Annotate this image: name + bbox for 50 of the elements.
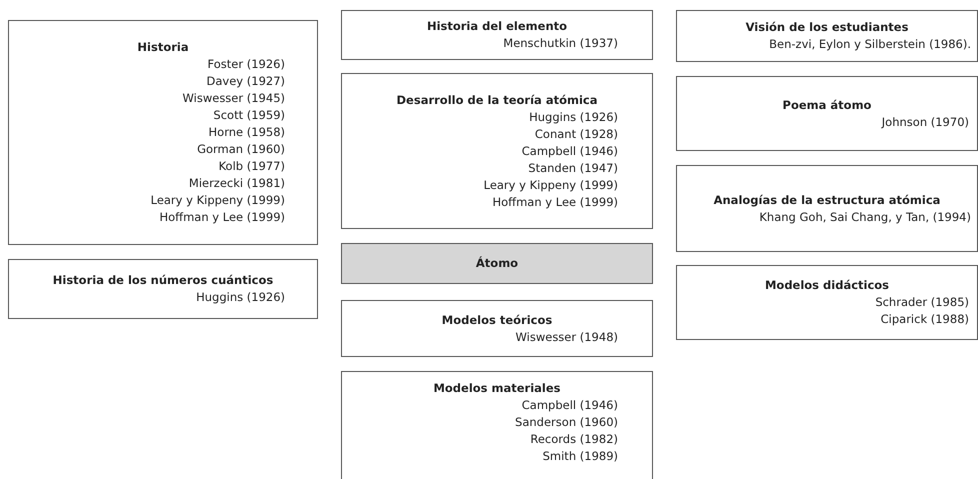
reference-text: Records (1982) [530, 431, 618, 448]
reference-text: Sanderson (1960) [515, 414, 618, 431]
category-box [676, 265, 978, 340]
reference-text: Standen (1947) [528, 160, 618, 176]
category-box [341, 300, 653, 357]
box-heading: Átomo [476, 255, 518, 272]
reference-text: Menschutkin (1937) [503, 35, 618, 52]
reference-text: Horne (1958) [208, 124, 285, 141]
box-heading: Analogías de la estructura atómica [714, 192, 940, 208]
central-topic-box [341, 243, 653, 284]
box-heading: Modelos teóricos [442, 312, 552, 328]
reference-text: Gorman (1960) [197, 141, 285, 158]
reference-text: Ben-zvi, Eylon y Silberstein (1986). [769, 36, 971, 53]
reference-text: Smith (1989) [542, 448, 618, 465]
category-box [341, 73, 653, 229]
reference-text: Ciparick (1988) [880, 311, 969, 328]
box-heading: Modelos didácticos [764, 277, 890, 294]
category-box [341, 371, 653, 479]
category-box [8, 259, 318, 319]
reference-text: Wiswesser (1948) [516, 328, 618, 346]
reference-text: Scott (1959) [213, 107, 285, 124]
reference-text: Schrader (1985) [875, 294, 969, 311]
reference-text: Kolb (1977) [218, 158, 285, 175]
category-box [676, 10, 978, 62]
box-heading: Visión de los estudiantes [746, 19, 908, 36]
reference-text: Conant (1928) [534, 126, 618, 142]
reference-text: Khang Goh, Sai Chang, y Tan, (1994) [759, 208, 971, 226]
reference-text: Huggins (1926) [529, 108, 618, 126]
box-heading: Historia [137, 39, 189, 56]
reference-text: Huggins (1926) [196, 289, 285, 306]
reference-text: Campbell (1946) [522, 397, 618, 414]
reference-text: Foster (1926) [208, 56, 285, 73]
reference-text: Hoffman y Lee (1999) [159, 209, 285, 226]
box-heading: Poema átomo [782, 96, 872, 114]
reference-text: Davey (1927) [206, 73, 285, 90]
reference-text: Hoffman y Lee (1999) [492, 194, 618, 210]
box-heading: Historia del elemento [426, 18, 568, 35]
category-box [341, 10, 653, 60]
category-box [676, 165, 978, 252]
box-heading: Historia de los números cuánticos [52, 272, 274, 289]
reference-text: Leary y Kippeny (1999) [484, 176, 618, 194]
reference-text: Campbell (1946) [522, 142, 618, 160]
reference-text: Wiswesser (1945) [182, 90, 285, 107]
reference-text: Mierzecki (1981) [188, 175, 285, 192]
category-box [676, 76, 978, 151]
box-heading: Desarrollo de la teoría atómica [396, 92, 598, 108]
reference-text: Johnson (1970) [882, 114, 969, 130]
reference-text: Leary y Kippeny (1999) [150, 192, 285, 209]
category-box [8, 20, 318, 245]
box-heading: Modelos materiales [433, 380, 561, 397]
